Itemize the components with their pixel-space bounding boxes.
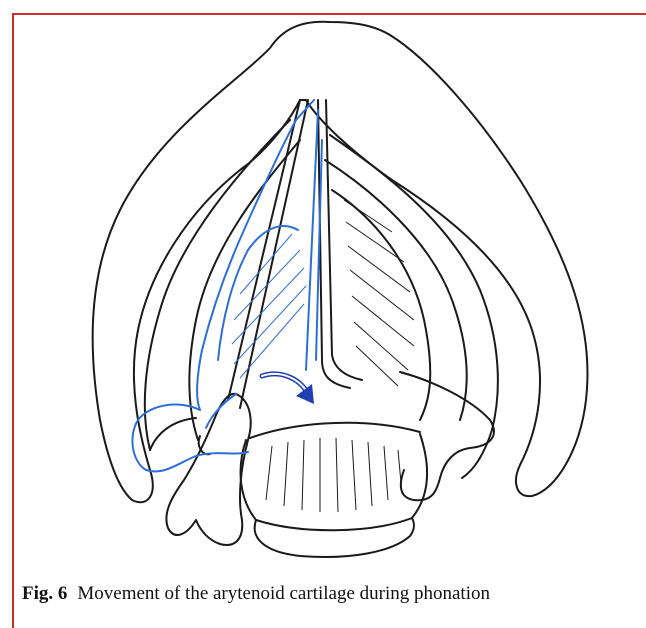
cricoid-top bbox=[250, 423, 420, 438]
movement-arrow bbox=[262, 374, 314, 404]
figure-label: Fig. 6 bbox=[22, 583, 67, 604]
figure-caption-text: Movement of the arytenoid cartilage duri… bbox=[77, 583, 490, 604]
left-vocal-fold-2 bbox=[240, 100, 308, 408]
figure-caption: Fig. 6 Movement of the arytenoid cartilag… bbox=[22, 582, 632, 606]
cricoid-outline bbox=[241, 434, 427, 530]
cricoid-hatching bbox=[266, 438, 402, 512]
right-fold-outline bbox=[330, 135, 498, 478]
left-fold-outline bbox=[145, 120, 290, 450]
epiglottis-outline bbox=[93, 22, 588, 503]
movement-hatching bbox=[232, 234, 306, 378]
right-fold-hatching bbox=[344, 200, 414, 386]
movement-outline bbox=[132, 100, 322, 471]
right-arytenoid bbox=[400, 372, 494, 500]
left-lower-contour bbox=[150, 418, 196, 450]
left-vocal-fold bbox=[228, 100, 300, 400]
left-arytenoid bbox=[166, 394, 250, 545]
